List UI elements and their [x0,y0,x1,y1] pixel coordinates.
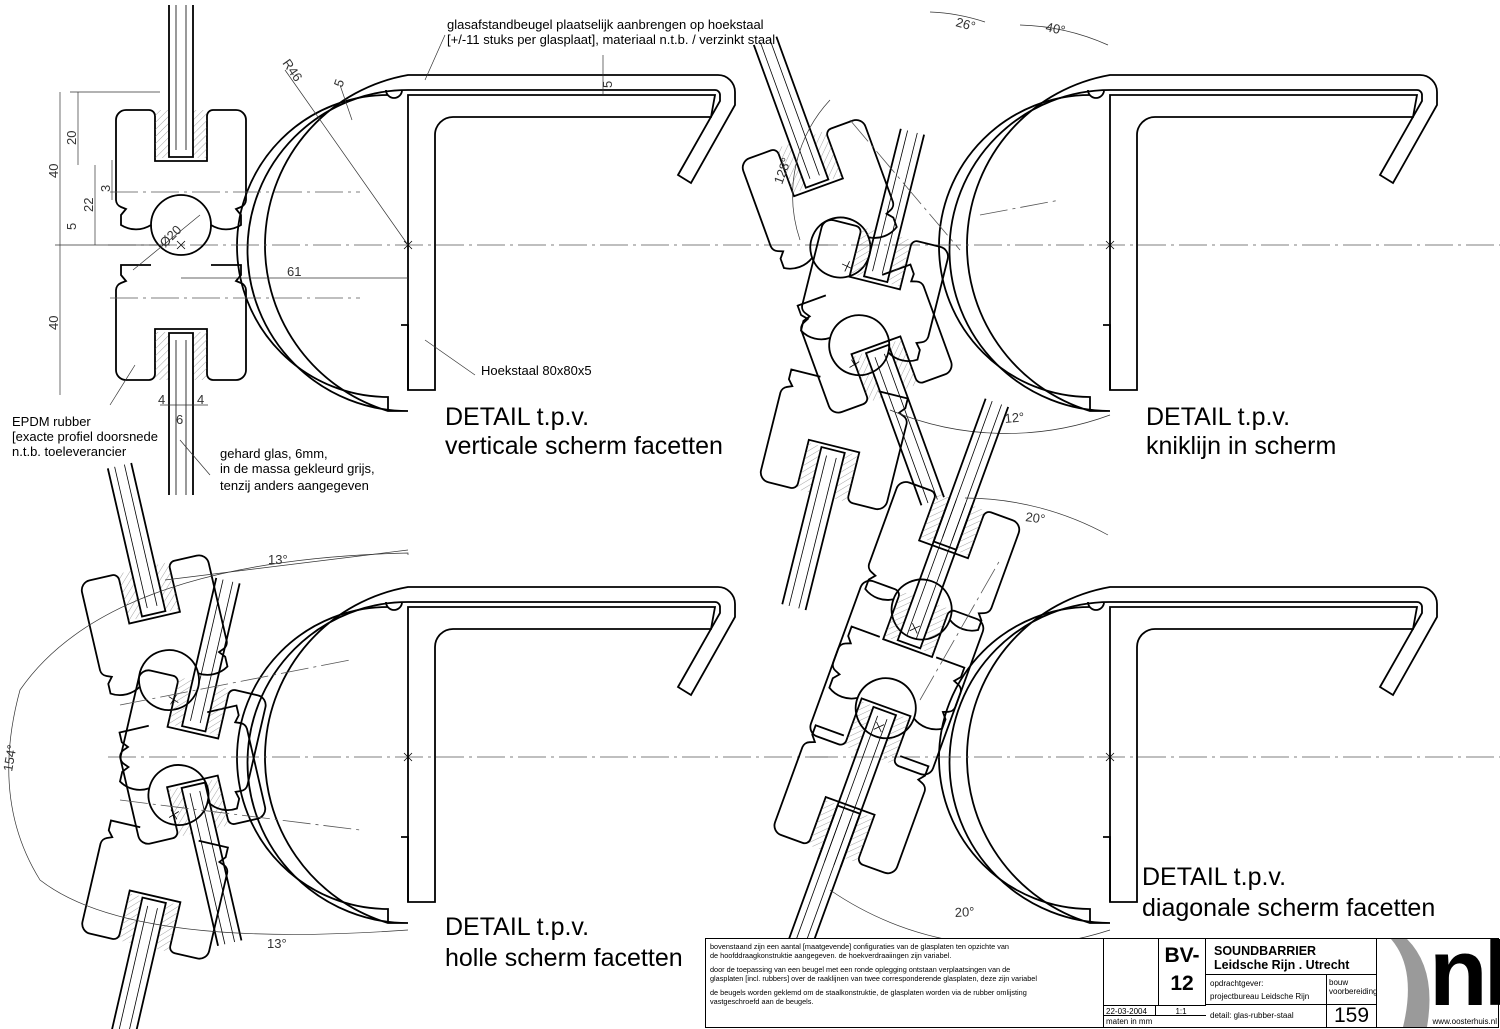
project-name-line1: SOUNDBARRIER [1214,944,1317,958]
sheet-number: 159 [1326,1005,1376,1027]
drawing-units: maten in mm [1106,1017,1153,1026]
dim-5-bracket: 5 [331,77,348,89]
note-bracket-line2: [+/-11 stuks per glasplaat], materiaal n… [447,32,775,47]
drawing-code-line1: BV- [1164,944,1200,967]
drawing-code: BV- 12 [1158,939,1206,1005]
angle-40: 40° [1044,19,1066,38]
detail-hollow-facets [8,450,829,1029]
angle-20-bottom: 20° [954,904,974,920]
detail-knee-line [703,11,1500,624]
detail-2-title-line1: DETAIL t.p.v. [1146,403,1290,431]
detail-vertical-facets [55,4,829,496]
dim-4-left: 4 [158,392,165,407]
project-phase: bouw voorbereiding [1326,975,1378,1005]
note-1-line1: bovenstaand zijn een aantal [maatgevende… [710,942,1009,951]
dim-40-bottom: 40 [46,316,61,330]
dim-6: 6 [176,412,183,427]
project-name: SOUNDBARRIER Leidsche Rijn . Utrecht [1206,939,1376,975]
drawing-scale: 1:1 [1156,1005,1206,1016]
dim-r46: R46 [280,56,306,84]
detail-1-title-line2: verticale scherm facetten [445,432,723,460]
note-2-line1: door de toepassing van een beugel met ee… [710,965,1011,974]
detail-3-title-line1: DETAIL t.p.v. [445,913,589,941]
project-phase-line2: voorbereiding [1329,987,1378,996]
dim-4-right: 4 [197,392,204,407]
oosterhuis-logo: nl www.oosterhuis.nl [1376,939,1500,1027]
dim-40-top: 40 [46,164,61,178]
angle-20-top: 20° [1025,509,1047,527]
note-3-line1: de beugels worden geklemd om de staalkon… [710,988,1027,997]
angle-12: 12° [1004,409,1025,426]
logo-text: nl [1429,939,1500,1026]
general-notes: bovenstaand zijn een aantal [maatgevende… [706,939,1104,1027]
angle-154: 154° [0,743,19,772]
angle-13-bottom: 13° [267,936,287,951]
note-epdm-line2: [exacte profiel doorsnede [12,429,158,444]
note-glass-line2: in de massa gekleurd grijs, [220,461,375,476]
dim-20: 20 [64,131,79,145]
note-epdm-line1: EPDM rubber [12,414,91,429]
note-bracket-line1: glasafstandbeugel plaatselijk aanbrengen… [447,17,764,32]
client-name: projectbureau Leidsche Rijn [1210,992,1310,1001]
note-glass-line1: gehard glas, 6mm, [220,446,328,461]
note-angle-steel: Hoekstaal 80x80x5 [481,363,592,378]
website-link[interactable]: www.oosterhuis.nl [1432,1017,1497,1026]
dim-5-steel: 5 [600,81,615,88]
detail-3-title-line2: holle scherm facetten [445,944,683,972]
detail-2-title-line2: kniklijn in scherm [1146,432,1336,460]
title-block: bovenstaand zijn een aantal [maatgevende… [705,938,1500,1028]
detail-name: detail: glas-rubber-staal [1210,1011,1294,1020]
note-3-line2: vastgeschroefd aan de beugels. [710,997,814,1006]
client-label: opdrachtgever: [1210,979,1264,988]
dimension-labels: 20 40 22 3 5 40 Ø20 61 R46 5 5 4 4 6 26°… [0,14,1067,951]
annotation-notes: glasafstandbeugel plaatselijk aanbrengen… [12,17,775,493]
project-phase-line1: bouw [1329,978,1349,987]
detail-titles: DETAIL t.p.v. verticale scherm facetten … [445,403,1435,972]
client-cell: opdrachtgever: projectbureau Leidsche Ri… [1206,975,1326,1005]
dim-61: 61 [287,264,301,279]
dim-22: 22 [81,198,96,212]
detail-1-title-line1: DETAIL t.p.v. [445,403,589,431]
dim-5-left: 5 [64,223,79,230]
detail-4-title-line1: DETAIL t.p.v. [1142,863,1286,891]
note-2-line2: glasplaten [incl. rubbers] over de raakl… [710,974,1037,983]
project-name-line2: Leidsche Rijn . Utrecht [1214,958,1350,972]
drawing-code-line2: 12 [1170,972,1194,995]
drawing-date: 22-03-2004 [1104,1005,1156,1016]
logo-swoosh-icon [1391,939,1430,1027]
note-epdm-line3: n.t.b. toeleverancier [12,444,127,459]
note-glass-line3: tenzij anders aangegeven [220,478,369,493]
angle-13-top: 13° [268,552,288,567]
angle-26: 26° [954,14,977,34]
dim-3: 3 [98,185,113,192]
note-1-line2: de hoofddraagkonstruktie aangegeven. de … [710,951,952,960]
detail-4-title-line2: diagonale scherm facetten [1142,894,1435,922]
